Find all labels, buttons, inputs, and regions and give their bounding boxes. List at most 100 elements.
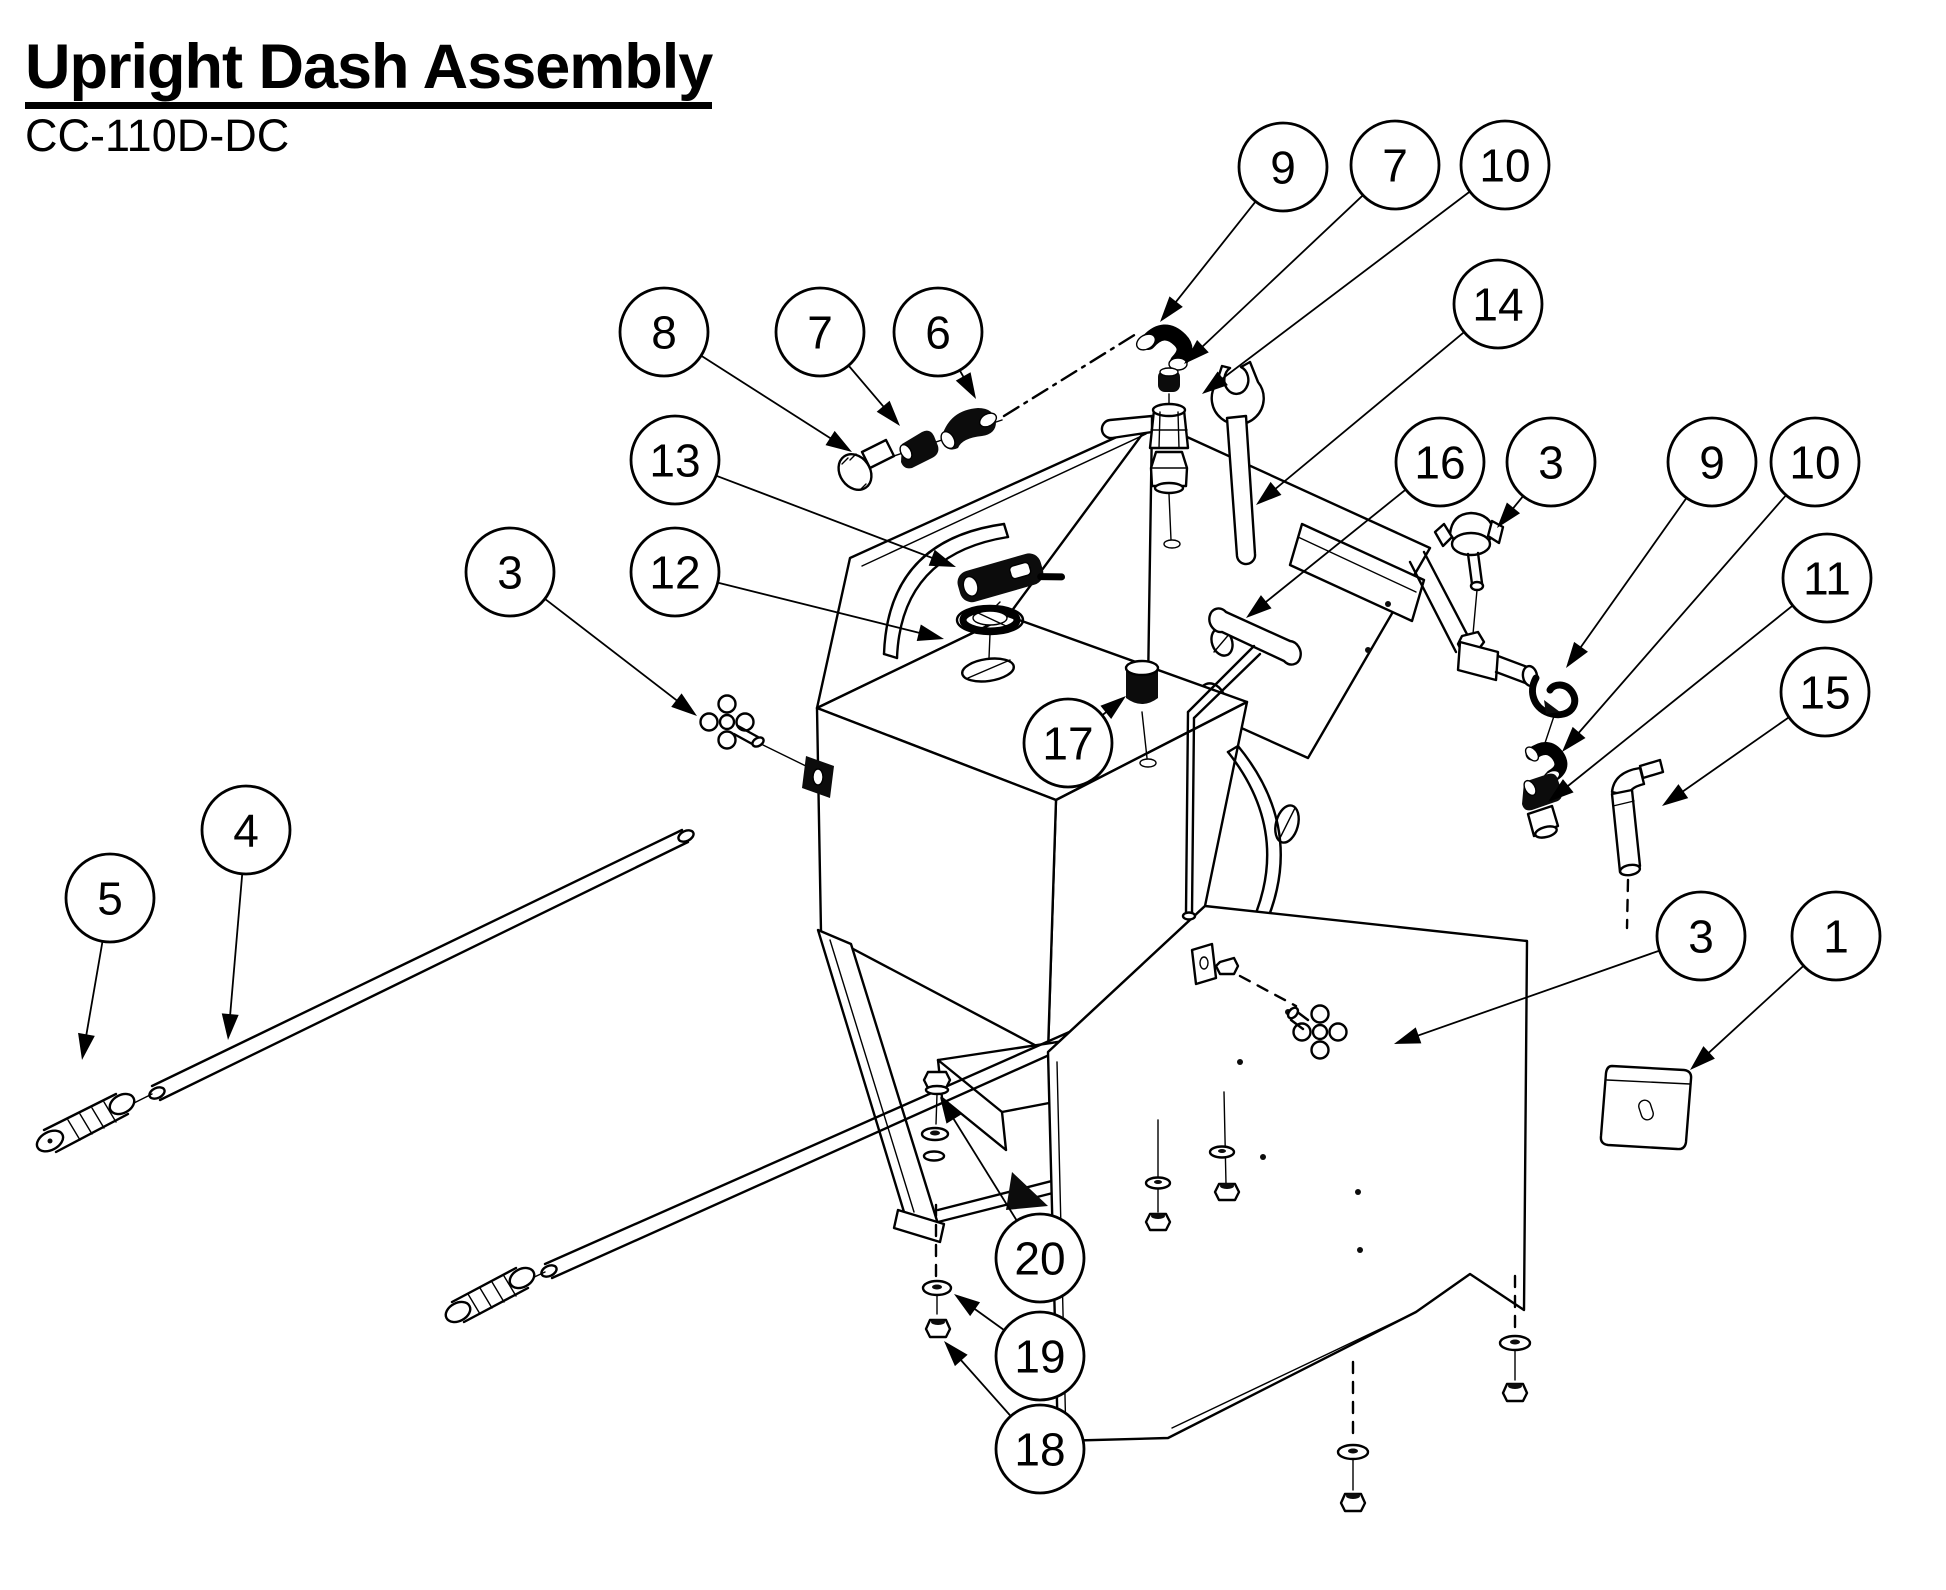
callout-balloon-10 [1459, 119, 1551, 211]
callout-balloon-12 [629, 526, 721, 618]
leader-arrow [1160, 296, 1183, 322]
callout-balloon-6 [892, 286, 984, 378]
leader-line [1258, 331, 1465, 504]
leader-arrow [940, 1097, 961, 1124]
right-pivot-group [1433, 511, 1665, 930]
callout-number-3: 3 [1538, 437, 1564, 489]
callout-balloon-11 [1781, 532, 1873, 624]
leader-line [715, 474, 953, 567]
valve-stack [1100, 324, 1193, 549]
callout-balloon-16 [1394, 416, 1486, 508]
wrench-shaft [1225, 414, 1257, 566]
left-fender [882, 522, 1010, 660]
callout-number-7: 7 [807, 307, 833, 359]
callout-number-9: 9 [1699, 437, 1725, 489]
leader-line [700, 354, 850, 451]
leader-line [227, 873, 244, 1037]
leader-arrow [1202, 371, 1228, 394]
callout-balloon-7 [1349, 119, 1441, 211]
leader-arrow [1566, 641, 1588, 668]
leader-line [1567, 497, 1688, 666]
pivot-sleeve [1494, 654, 1532, 686]
callout-balloon-9 [1237, 121, 1329, 213]
callout-balloon-3 [1655, 890, 1747, 982]
callout-number-14: 14 [1472, 279, 1523, 331]
leader-arrow [1100, 696, 1126, 719]
filler-assembly [955, 553, 1066, 659]
leader-arrow [78, 1032, 95, 1060]
callout-number-18: 18 [1014, 1424, 1065, 1476]
elbow-15-barb [1638, 758, 1665, 780]
callout-number-12: 12 [649, 547, 700, 599]
pivot-nut [1214, 956, 1240, 976]
clamp-knob-left [699, 694, 834, 798]
callout-number-3: 3 [1688, 911, 1714, 963]
leader-line [1161, 200, 1257, 320]
callout-number-6: 6 [925, 307, 951, 359]
leader-line [1550, 604, 1794, 801]
callout-balloon-8 [618, 286, 710, 378]
leader-arrow [221, 1013, 239, 1040]
callout-balloon-10 [1769, 416, 1861, 508]
handle-grip [450, 1266, 530, 1324]
page-title: Upright Dash Assembly [25, 36, 713, 109]
leader-line [1563, 494, 1787, 750]
valve-handle [1100, 414, 1154, 440]
leader-arrow [825, 430, 852, 452]
callout-number-7: 7 [1382, 140, 1408, 192]
leader-arrow [1184, 339, 1209, 364]
leader-line [941, 1099, 1018, 1222]
callout-number-19: 19 [1014, 1331, 1065, 1383]
callout-balloon-3 [464, 526, 556, 618]
strainer-knob-17 [1124, 659, 1160, 768]
assembly-dash-line [1238, 974, 1298, 1008]
callout-balloon-17 [1022, 697, 1114, 789]
pivot-block [1456, 640, 1500, 682]
callout-number-9: 9 [1270, 142, 1296, 194]
fastener-stack-center [920, 1070, 953, 1339]
leader-line [1204, 190, 1471, 393]
leader-arrow [1256, 481, 1282, 505]
leader-arrow [1662, 784, 1689, 806]
leader-line [1664, 716, 1790, 805]
callout-number-1: 1 [1823, 911, 1849, 963]
callout-balloon-5 [64, 852, 156, 944]
filler-cap [957, 553, 1066, 603]
callout-balloon-14 [1452, 258, 1544, 350]
callout-number-17: 17 [1042, 718, 1093, 770]
leader-line [544, 598, 695, 715]
t-handle-16 [1181, 607, 1302, 921]
callout-number-20: 20 [1014, 1233, 1065, 1285]
leader-arrow [1246, 595, 1272, 618]
right-leg [1046, 904, 1529, 1443]
leader-line [1397, 949, 1660, 1044]
leg-bracket [1190, 942, 1218, 986]
axis-dash-dot [1002, 332, 1138, 418]
callout-balloon-9 [1666, 416, 1758, 508]
callout-number-11: 11 [1803, 553, 1851, 605]
tank [815, 614, 1249, 1054]
callout-balloon-7 [774, 286, 866, 378]
handlebar-lower [444, 1020, 1098, 1324]
leader-arrow [916, 624, 944, 641]
leader-arrow [1690, 1046, 1715, 1070]
callout-number-4: 4 [233, 805, 259, 857]
hook-9 [1529, 674, 1579, 719]
leader-line [1248, 488, 1407, 617]
leader-arrow [876, 400, 900, 426]
leader-arrow [928, 549, 956, 567]
callout-balloon-3 [1505, 416, 1597, 508]
leader-arrow [955, 372, 976, 399]
shadow-wedge [1006, 1172, 1048, 1210]
leader-line [1692, 965, 1805, 1068]
leader-arrow [944, 1341, 968, 1367]
callout-balloon-4 [200, 784, 292, 876]
callout-number-15: 15 [1799, 667, 1850, 719]
fender-hole [1274, 804, 1300, 844]
left-foot [892, 1208, 946, 1244]
leader-line [1186, 194, 1364, 362]
callout-number-16: 16 [1414, 437, 1465, 489]
callout-number-13: 13 [649, 435, 700, 487]
